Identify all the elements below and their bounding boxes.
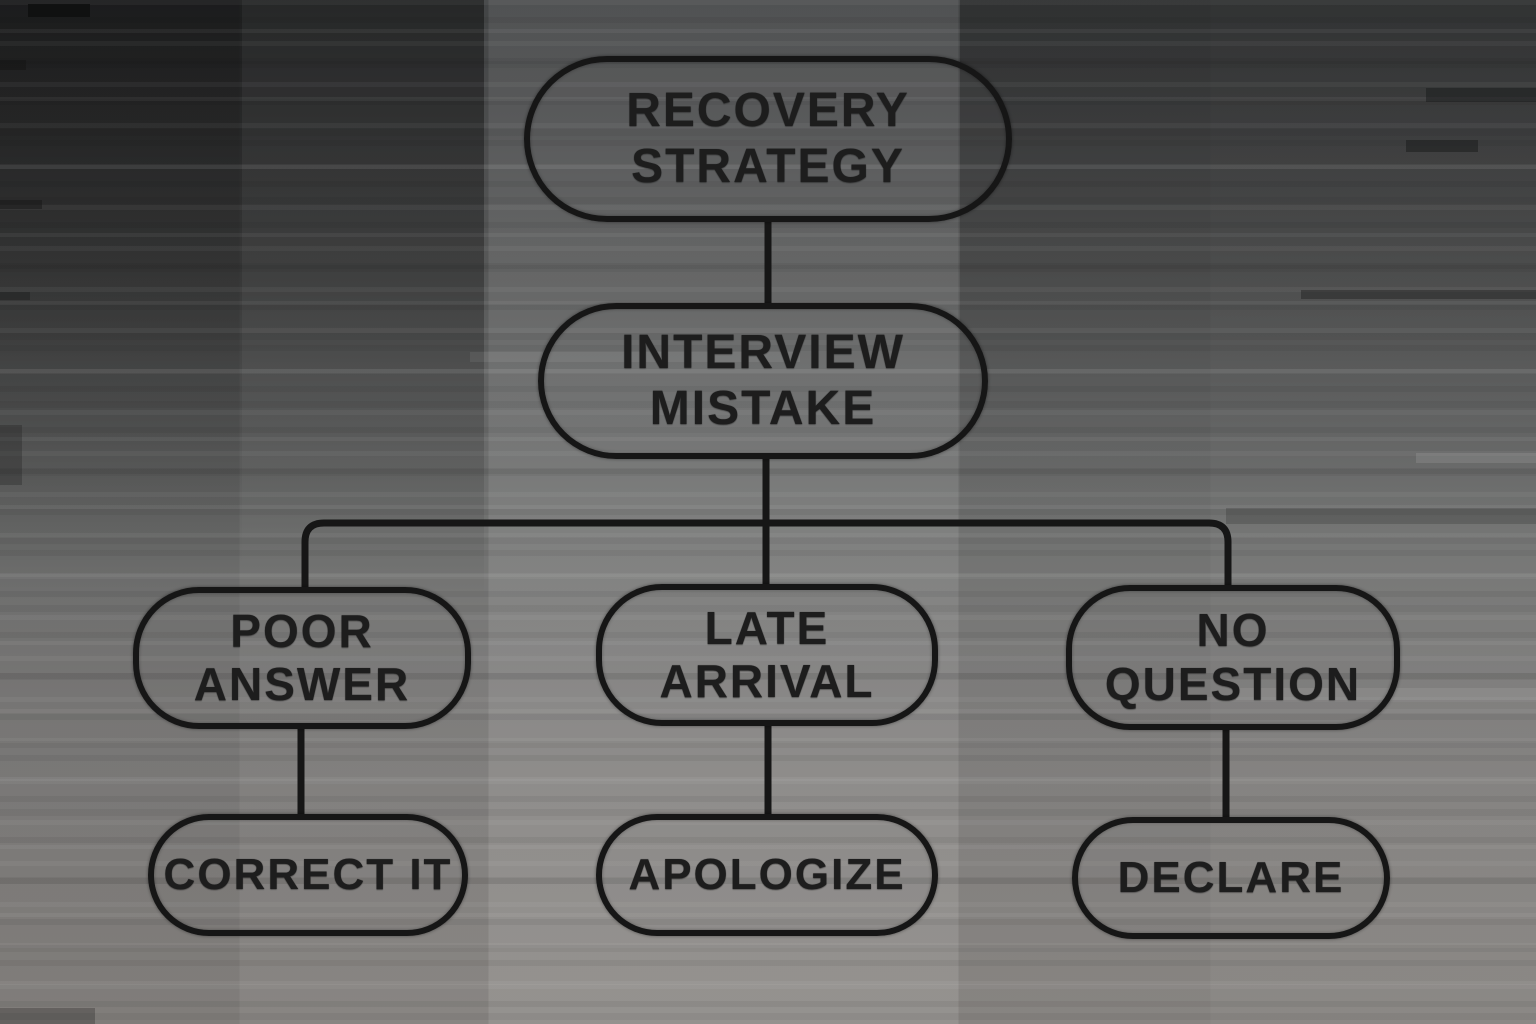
node-correct-it: CORRECT IT [148,814,468,936]
node-declare: DECLARE [1072,817,1390,939]
glitch-streak [0,1008,95,1024]
glitch-streak [1301,290,1536,299]
node-label: APOLOGIZE [628,850,906,900]
node-label: MISTAKE [649,382,877,435]
node-interview-mistake: INTERVIEW MISTAKE [538,303,988,459]
node-label: QUESTION [1104,657,1362,710]
glitch-streak [470,352,800,362]
glitch-streak [28,4,90,17]
node-apologize: APOLOGIZE [596,814,938,936]
node-label: RECOVERY [626,84,910,138]
node-label: NO [1196,604,1270,657]
node-no-question: NO QUESTION [1066,585,1400,730]
node-label: POOR [230,604,374,657]
glitch-streak [1416,453,1536,463]
glitch-streak [0,200,42,209]
node-label: CORRECT IT [163,850,453,900]
glitch-streak [1406,140,1478,152]
node-label: INTERVIEW [621,326,905,380]
glitch-streak [0,292,30,300]
node-label: ANSWER [193,658,411,710]
background-shade-top-left [0,0,484,635]
node-late-arrival: LATE ARRIVAL [596,584,938,726]
edge-branch-rail [301,519,1232,587]
node-recovery-strategy: RECOVERY STRATEGY [524,56,1012,222]
node-label: DECLARE [1117,853,1345,903]
glitch-streak [0,60,26,70]
node-poor-answer: POOR ANSWER [133,587,471,729]
node-label: ARRIVAL [659,655,875,707]
node-label: STRATEGY [631,140,905,193]
glitch-streak [1426,88,1536,102]
glitch-streak [1226,508,1536,524]
node-label: LATE [704,601,830,654]
glitch-streak [0,425,22,485]
